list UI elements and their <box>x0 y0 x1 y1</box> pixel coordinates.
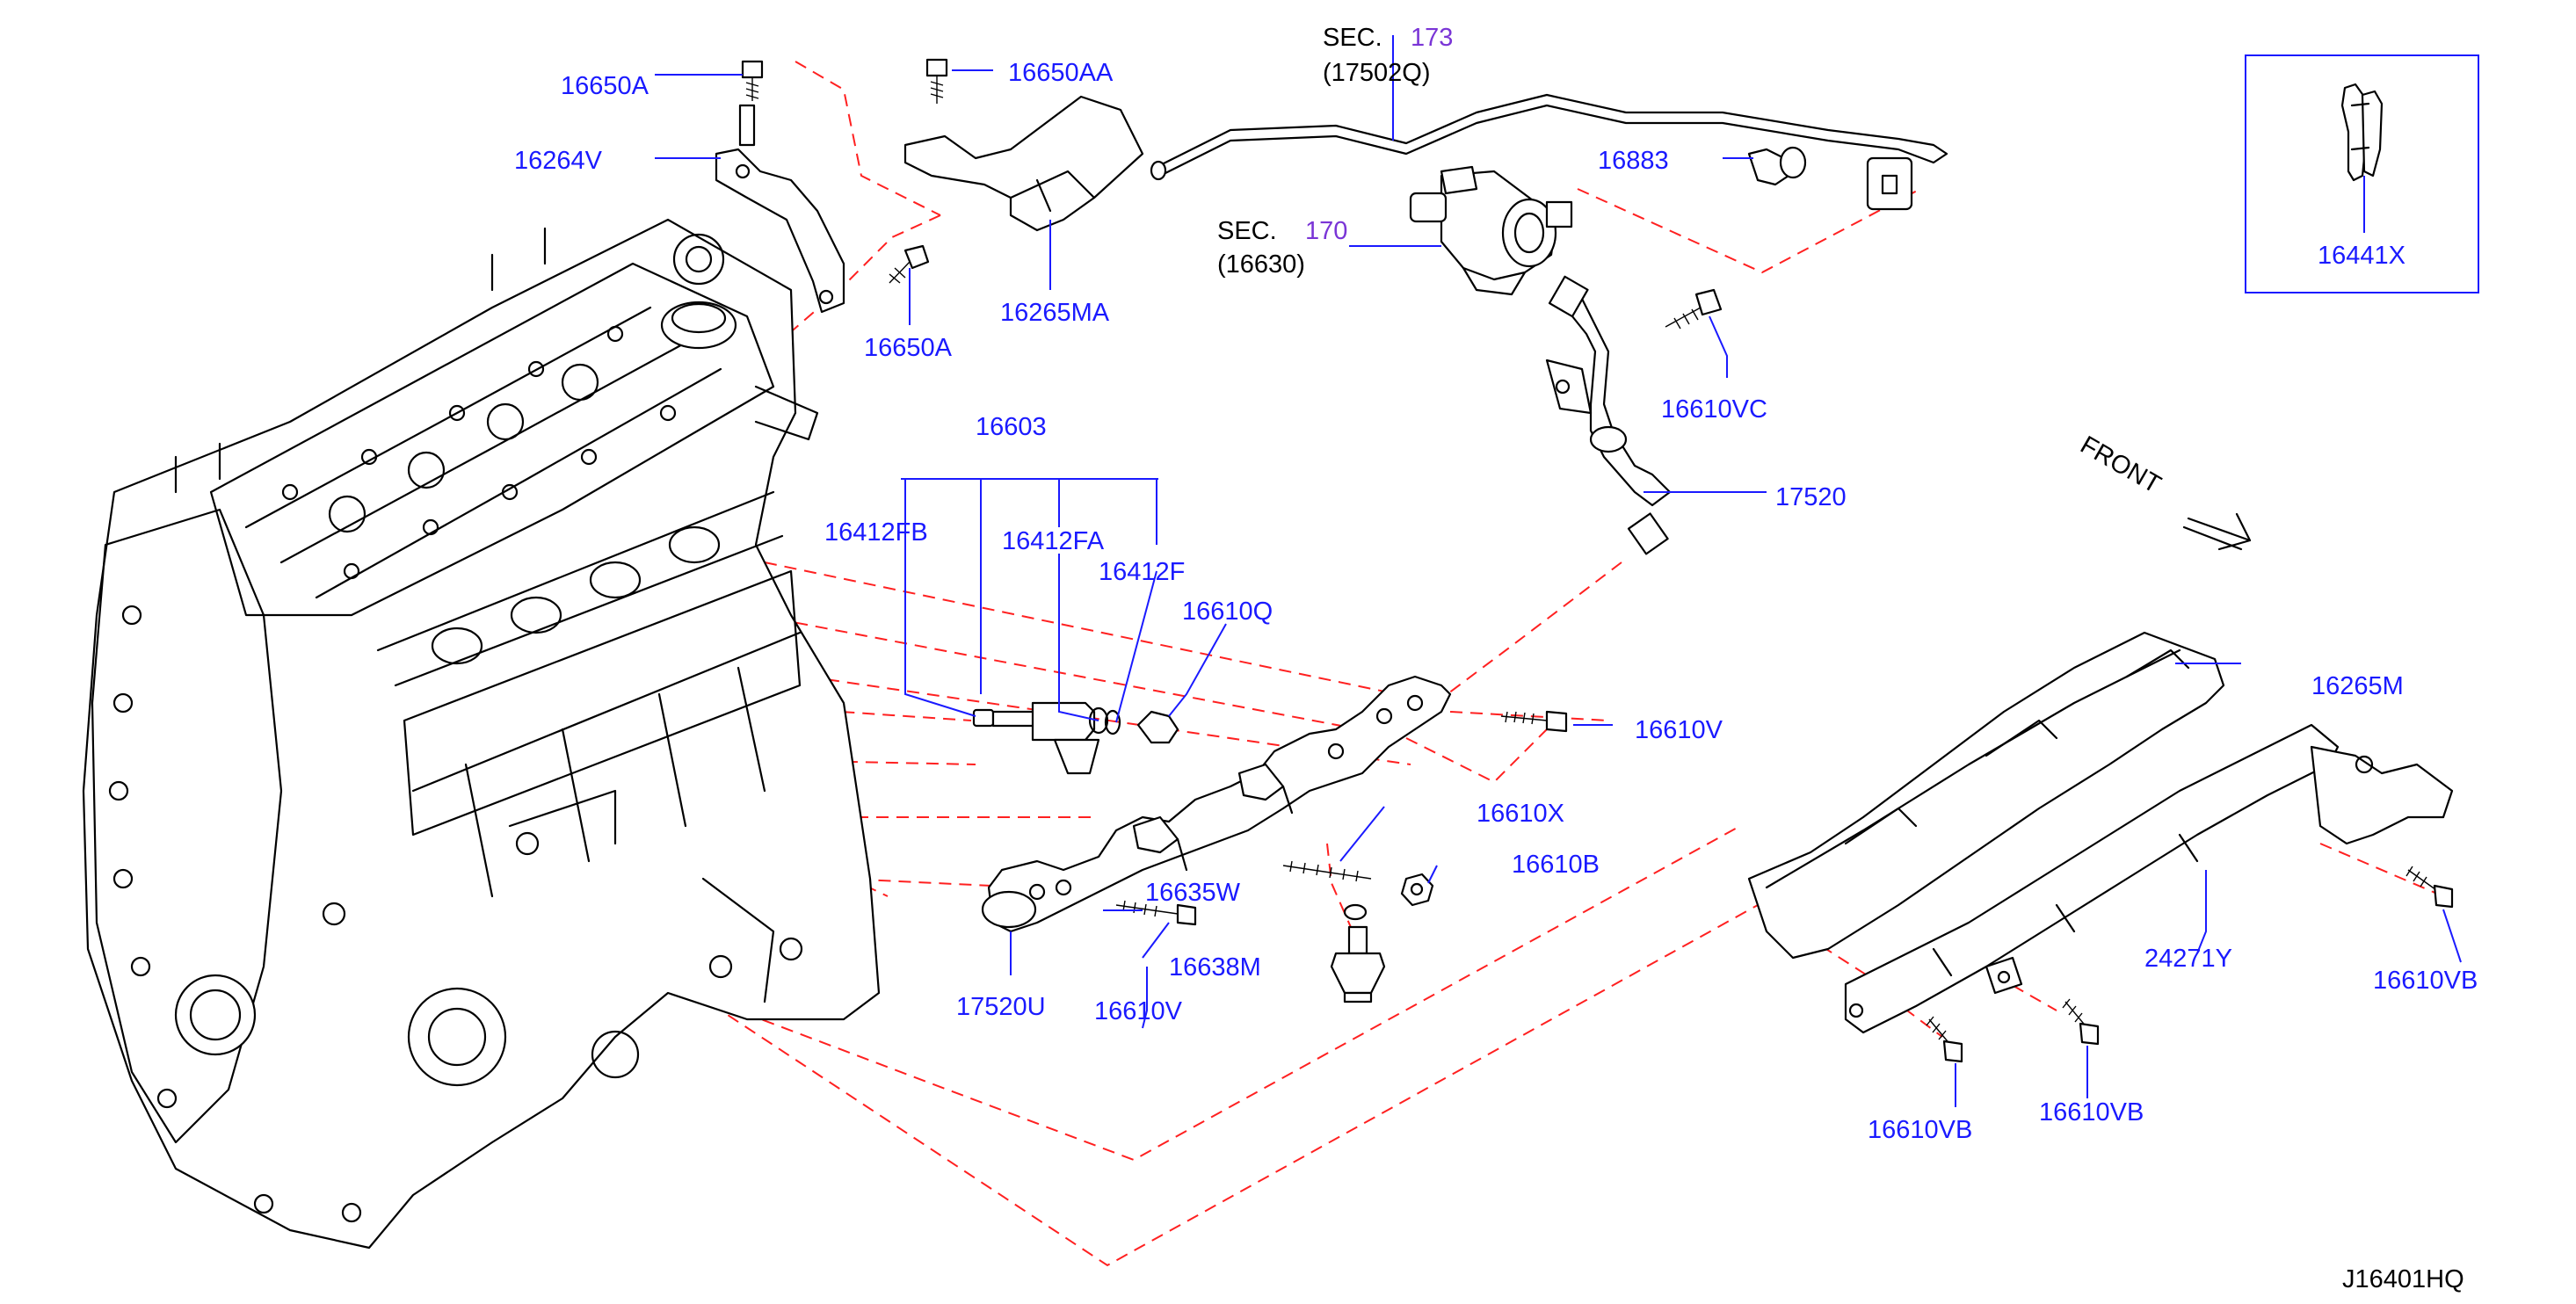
fuel-tube-173 <box>1150 93 1948 211</box>
bolt-16610vb-right <box>2405 866 2454 909</box>
label-16610v-bottom: 16610V <box>1094 997 1183 1025</box>
bolt-16650aa <box>925 58 948 104</box>
sensor-16638m <box>1330 925 1386 1003</box>
bracket-24271y <box>1844 723 2454 1034</box>
diagram-id: J16401HQ <box>2342 1265 2464 1293</box>
label-16650a-mid: 16650A <box>864 334 953 362</box>
bolt-16650a-top <box>741 60 764 101</box>
part-labels: 16650A 16650AA 16264V 16650A 16265MA SEC… <box>514 24 2478 1293</box>
label-16265m: 16265M <box>2311 672 2404 700</box>
label-16638m: 16638M <box>1169 953 1261 982</box>
sec-170-prefix: SEC. <box>1217 217 1277 245</box>
label-16610x: 16610X <box>1477 800 1564 828</box>
label-16610b: 16610B <box>1512 851 1600 879</box>
label-16412f: 16412F <box>1099 558 1185 586</box>
oring-16635w <box>1343 903 1368 921</box>
sec-170-part: (16630) <box>1217 250 1305 279</box>
label-16650a-top: 16650A <box>561 72 649 100</box>
sec-173-prefix: SEC. <box>1323 24 1382 52</box>
fuel-pump-170 <box>1409 165 1573 296</box>
engine-assembly <box>82 218 881 1250</box>
label-16650aa: 16650AA <box>1008 59 1114 87</box>
nut-16610b <box>1400 873 1434 907</box>
stud-16610x <box>1282 860 1372 882</box>
cover-16265ma <box>903 95 1144 232</box>
bolt-16610vb-b <box>2062 998 2100 1046</box>
label-16603: 16603 <box>976 413 1047 441</box>
sec-170-number: 170 <box>1305 217 1347 245</box>
label-16265ma: 16265MA <box>1000 299 1110 327</box>
clip-16883 <box>1747 146 1807 186</box>
front-arrow: FRONT <box>2076 431 2252 551</box>
label-16412fb: 16412FB <box>824 518 928 547</box>
leader-lines <box>655 35 2462 1107</box>
label-16635w: 16635W <box>1145 879 1241 907</box>
injector-16603 <box>972 701 1121 775</box>
label-16610vc: 16610VC <box>1661 395 1767 424</box>
sec-173-part: (17502Q) <box>1323 59 1431 87</box>
bolt-16610v-right <box>1500 710 1568 733</box>
bolt-16610vc <box>1665 288 1723 330</box>
label-16264v: 16264V <box>514 147 603 175</box>
label-16610v-right: 16610V <box>1635 716 1723 744</box>
bolt-16610v-bottom <box>1115 900 1197 926</box>
fuel-rail-17520u <box>981 675 1452 933</box>
bolt-16650a-mid <box>889 244 930 284</box>
fuel-line-17520 <box>1545 275 1672 555</box>
inset-16441x <box>2245 54 2479 293</box>
label-16883: 16883 <box>1598 147 1669 175</box>
label-16412fa: 16412FA <box>1002 527 1105 555</box>
label-17520u: 17520U <box>956 993 1046 1021</box>
label-16610vb-b: 16610VB <box>2039 1098 2144 1127</box>
label-16610q: 16610Q <box>1182 598 1273 626</box>
clamp-16610q <box>1136 710 1179 744</box>
label-16441x: 16441X <box>2318 242 2405 270</box>
bracket-16264v <box>715 104 845 314</box>
label-24271y: 24271Y <box>2144 945 2232 973</box>
bolt-16610vb-a <box>1926 1016 1963 1063</box>
label-17520: 17520 <box>1775 483 1847 511</box>
label-16610vb-a: 16610VB <box>1868 1116 1972 1144</box>
front-label: FRONT <box>2076 431 2166 499</box>
cover-16265m <box>1747 631 2225 960</box>
sec-173-number: 173 <box>1411 24 1453 52</box>
label-16610vb-right: 16610VB <box>2373 967 2478 995</box>
